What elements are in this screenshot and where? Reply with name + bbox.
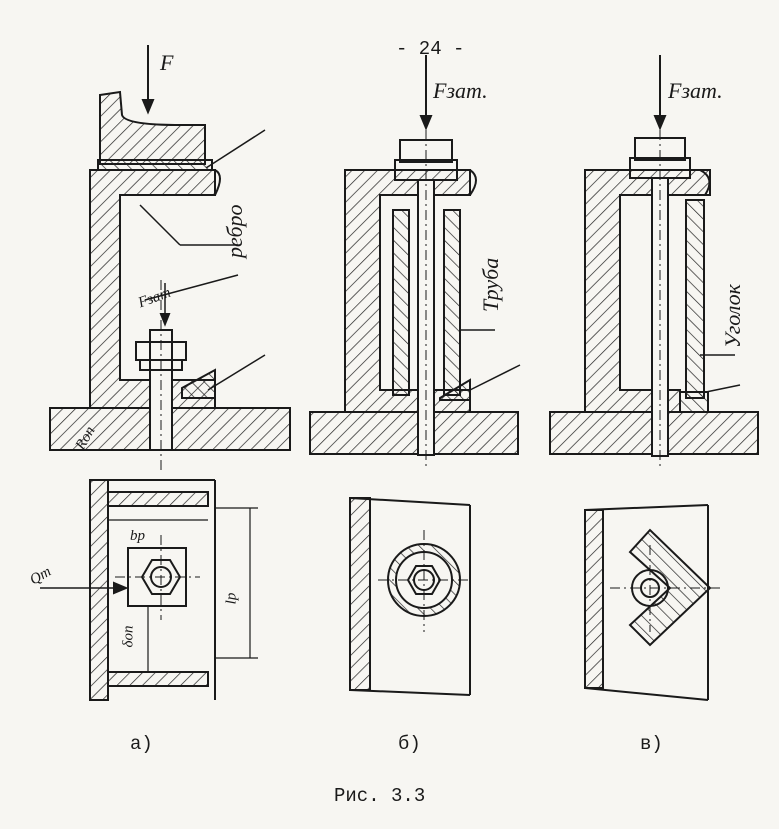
view-b-part-label: Труба bbox=[478, 257, 503, 312]
view-a-length-label: lр bbox=[223, 592, 240, 605]
view-a-force-label: F bbox=[160, 50, 174, 75]
view-c-sub-label: в) bbox=[640, 733, 663, 755]
view-b-sub-label: б) bbox=[398, 733, 421, 755]
page-number: - 24 - bbox=[396, 38, 465, 60]
view-c-section bbox=[549, 55, 759, 470]
view-c-plan bbox=[584, 504, 720, 701]
view-a-width-label: bр bbox=[130, 528, 145, 544]
view-c-part-label: Уголок bbox=[720, 284, 745, 348]
view-b-plan bbox=[349, 497, 471, 696]
figure-caption: Рис. 3.3 bbox=[334, 785, 426, 807]
view-a-rib-label: ребро bbox=[222, 204, 247, 258]
view-c-force-label: Fзат. bbox=[668, 78, 723, 103]
view-a-section bbox=[49, 45, 291, 470]
view-a-sub-label: а) bbox=[130, 733, 153, 755]
view-a-plan bbox=[40, 479, 258, 701]
view-b-section bbox=[309, 55, 521, 470]
view-a-thickness-label: δоп bbox=[120, 625, 137, 648]
view-b-force-label: Fзат. bbox=[433, 78, 488, 103]
